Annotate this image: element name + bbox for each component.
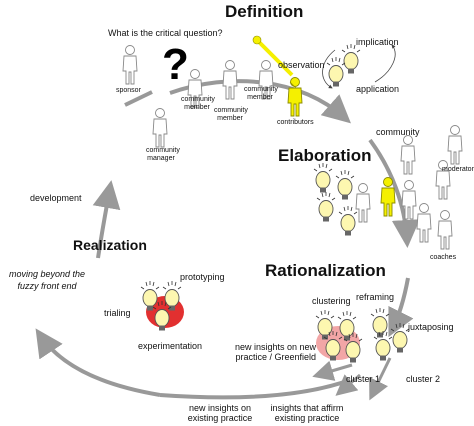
phase-rationalization: Rationalization [265,261,386,280]
arrow-to-new-insights [312,360,353,381]
lightbulb-icon [316,191,336,222]
person-icon-community-member [222,60,238,100]
arrow-implication-to-observation [322,49,336,89]
arrow-cluster2 [369,357,392,401]
lightbulb-icon [341,43,361,74]
phase-realization: Realization [73,237,147,253]
cluster-1-label: cluster 1 [346,374,381,384]
cluster-2-label: cluster 2 [406,374,441,384]
community-member-label: community member [214,107,248,122]
observation-label: observation [278,60,325,70]
person-icon-community [355,183,371,223]
insights-affirm-existing-practice-label: insights that affirm existing practice [270,403,344,423]
community-member-label: community member [244,86,278,101]
arrow-elaboration-to-rationalization [368,138,420,248]
arrow-to-realization [35,328,161,397]
phase-definition: Definition [225,2,304,21]
critical-question-label: What is the critical question? [108,28,223,38]
community-manager-label: community manager [146,147,180,162]
new-insights-new-practice-label: new insights on new practice / Greenfiel… [234,342,316,362]
new-insights-existing-practice-label: new insights on existing practice [187,403,253,423]
juxtaposing-label: juxtaposing [408,322,454,332]
person-icon-contributor [287,77,303,117]
community-member-label: community member [181,96,215,111]
reframing-label: reframing [356,292,395,302]
question-to-observation-line [255,38,294,77]
trialing-label: trialing [104,308,131,318]
arrow-cluster1 [335,373,361,396]
phase-elaboration: Elaboration [278,146,372,165]
arrow-sponsor-link [124,90,153,107]
person-icon-community-manager [152,108,168,148]
application-label: application [356,84,400,94]
arrow-observation-to-implication [374,44,396,83]
moderators-label: moderators [442,166,474,173]
person-icon-moderator [447,125,463,165]
community-label: community [376,127,420,137]
question-mark-icon: ? [162,40,189,89]
clustering-label: clustering [312,296,351,306]
person-icon-sponsor [122,45,138,85]
sponsor-label: sponsor [116,87,141,94]
coaches-label: coaches [430,254,457,261]
implication-label: implication [356,37,399,47]
contributors-label: contributors [277,119,314,126]
question-dot [252,35,262,45]
development-label: development [30,193,82,203]
arrow-into-rationalization-clusters [388,277,414,338]
person-icon-community [400,135,416,175]
arrow-bottom-return [159,378,351,400]
lightbulb-icon [370,307,390,338]
lightbulb-icon [313,162,333,193]
experimentation-label: experimentation [138,341,203,351]
prototyping-label: prototyping [180,272,225,282]
lightbulb-icon [335,169,355,200]
person-icon-community [416,203,432,243]
person-icon-coach [437,210,453,250]
lightbulb-icon [326,56,346,87]
arrow-realization-up [92,180,121,259]
moving-beyond-label: moving beyond the fuzzy front end [8,269,86,291]
lightbulb-icon [338,205,358,236]
